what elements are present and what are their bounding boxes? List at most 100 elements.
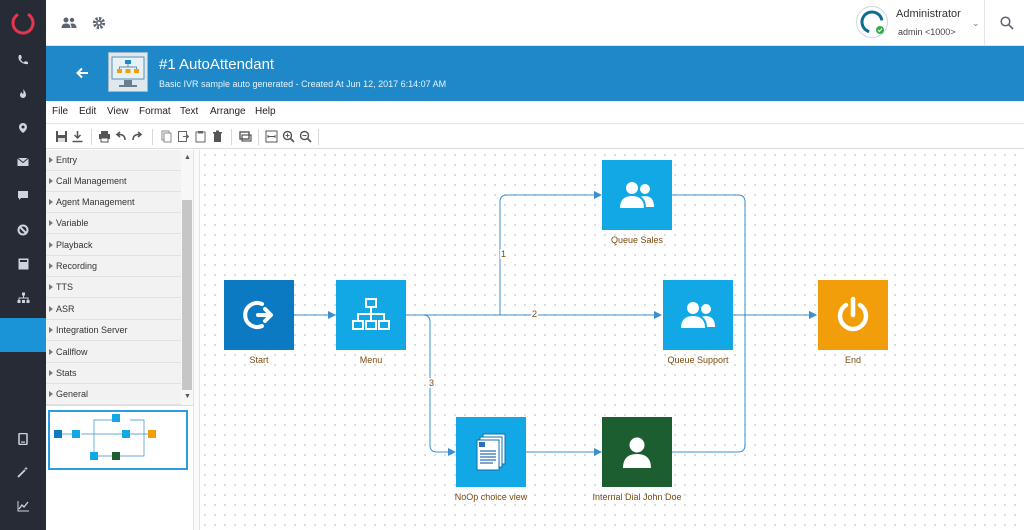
copy-icon[interactable]: [160, 130, 173, 143]
flow-title: #1 AutoAttendant: [159, 56, 275, 73]
palette-item-stats[interactable]: Stats: [46, 363, 181, 384]
redo-icon[interactable]: [131, 130, 144, 143]
toolbar-divider: [91, 129, 92, 145]
palette-item-label: Integration Server: [56, 325, 128, 335]
save-icon[interactable]: [55, 130, 68, 143]
palette-item-variable[interactable]: Variable: [46, 213, 181, 234]
app-logo[interactable]: [0, 0, 46, 46]
blocked-icon[interactable]: [0, 213, 46, 247]
chat-icon[interactable]: [0, 179, 46, 213]
node-queue-sales-label: Queue Sales: [610, 235, 664, 245]
node-internal-dial[interactable]: [602, 417, 672, 487]
trash-icon[interactable]: [211, 130, 224, 143]
minimap-viewport[interactable]: [48, 410, 188, 470]
toolbar-divider: [152, 129, 153, 145]
back-arrow-icon[interactable]: [72, 62, 94, 84]
palette-item-agent-management[interactable]: Agent Management: [46, 192, 181, 213]
palette-scrollbar[interactable]: ▲ ▼: [181, 150, 193, 405]
node-queue-support-label: Queue Support: [667, 355, 729, 365]
caret-right-icon: [49, 370, 53, 376]
mail-icon[interactable]: [0, 145, 46, 179]
palette-item-label: Playback: [56, 240, 93, 250]
node-queue-support[interactable]: [663, 280, 733, 350]
user-name: Administrator: [896, 8, 961, 20]
node-noop[interactable]: [456, 417, 526, 487]
palette-item-label: General: [56, 389, 89, 399]
node-queue-sales[interactable]: [602, 160, 672, 230]
palette-item-integration-server[interactable]: Integration Server: [46, 320, 181, 341]
mobile-icon[interactable]: [0, 422, 46, 456]
palette-item-callflow[interactable]: Callflow: [46, 342, 181, 363]
phone-icon[interactable]: [0, 43, 46, 77]
palette-item-call-management[interactable]: Call Management: [46, 171, 181, 192]
top-bar: Administrator admin <1000> ⌄: [46, 0, 1024, 46]
menu-arrange[interactable]: Arrange: [210, 106, 246, 117]
duplicate-icon[interactable]: [177, 130, 190, 143]
menu-view[interactable]: View: [107, 106, 129, 117]
diagram-canvas[interactable]: 1 2 3 Start Menu Queue Sales Queue Suppo…: [200, 150, 1024, 530]
edge-label-1: 1: [500, 249, 508, 259]
palette-item-label: TTS: [56, 282, 73, 292]
flow-subtitle: Basic IVR sample auto generated - Create…: [159, 79, 447, 89]
outline-minimap[interactable]: [46, 405, 193, 530]
palette-item-label: Callflow: [56, 347, 88, 357]
palette-item-playback[interactable]: Playback: [46, 235, 181, 256]
calculator-icon[interactable]: [0, 247, 46, 281]
scrollbar-thumb[interactable]: [182, 200, 192, 390]
node-start[interactable]: [224, 280, 294, 350]
menu-file[interactable]: File: [52, 106, 69, 117]
avatar: [856, 6, 888, 38]
power-icon: [837, 296, 869, 332]
palette-item-entry[interactable]: Entry: [46, 150, 181, 171]
flame-icon[interactable]: [0, 77, 46, 111]
zoom-in-icon[interactable]: [282, 130, 295, 143]
edge-internal-dial-end: [672, 315, 746, 453]
palette-item-asr[interactable]: ASR: [46, 299, 181, 320]
palette-item-label: Call Management: [56, 176, 127, 186]
window-icon[interactable]: [239, 130, 252, 143]
edge-menu-queue-sales: [406, 191, 602, 316]
paste-icon[interactable]: [194, 130, 207, 143]
caret-right-icon: [49, 284, 53, 290]
chart-icon[interactable]: [0, 489, 46, 523]
toolbar: [46, 123, 1024, 149]
menu-text[interactable]: Text: [180, 106, 199, 117]
edge-queue-sales-end: [672, 194, 817, 319]
menu-help[interactable]: Help: [255, 106, 276, 117]
zoom-out-icon[interactable]: [299, 130, 312, 143]
menu-format[interactable]: Format: [139, 106, 171, 117]
left-rail: [0, 0, 46, 530]
node-end[interactable]: [818, 280, 888, 350]
scroll-up-icon[interactable]: ▲: [184, 154, 191, 161]
undo-icon[interactable]: [114, 130, 127, 143]
caret-right-icon: [49, 349, 53, 355]
palette-item-recording[interactable]: Recording: [46, 256, 181, 277]
sitemap-icon[interactable]: [0, 281, 46, 315]
caret-right-icon: [49, 220, 53, 226]
users-icon[interactable]: [58, 12, 80, 34]
panel-splitter[interactable]: [193, 150, 200, 530]
caret-right-icon: [49, 327, 53, 333]
palette-item-general[interactable]: General: [46, 384, 181, 405]
flow-header: #1 AutoAttendant Basic IVR sample auto g…: [46, 46, 1024, 101]
menu-edit[interactable]: Edit: [79, 106, 97, 117]
node-start-label: Start: [249, 355, 269, 365]
sidebar-item-active[interactable]: [0, 318, 46, 352]
fit-page-icon[interactable]: [265, 130, 278, 143]
search-icon[interactable]: [996, 12, 1018, 34]
palette-item-label: Agent Management: [56, 197, 135, 207]
print-icon[interactable]: [98, 130, 111, 143]
scroll-down-icon[interactable]: ▼: [184, 393, 191, 400]
palette-item-tts[interactable]: TTS: [46, 277, 181, 298]
gear-icon[interactable]: [88, 12, 110, 34]
caret-right-icon: [49, 178, 53, 184]
chevron-down-icon[interactable]: ⌄: [972, 18, 980, 28]
node-menu[interactable]: [336, 280, 406, 350]
magic-wand-icon[interactable]: [0, 455, 46, 489]
node-noop-label: NoOp choice view: [454, 492, 528, 502]
location-icon[interactable]: [0, 111, 46, 145]
edge-label-2: 2: [531, 309, 539, 319]
user-menu[interactable]: Administrator admin <1000> ⌄: [856, 6, 982, 40]
caret-right-icon: [49, 242, 53, 248]
download-icon[interactable]: [71, 130, 84, 143]
